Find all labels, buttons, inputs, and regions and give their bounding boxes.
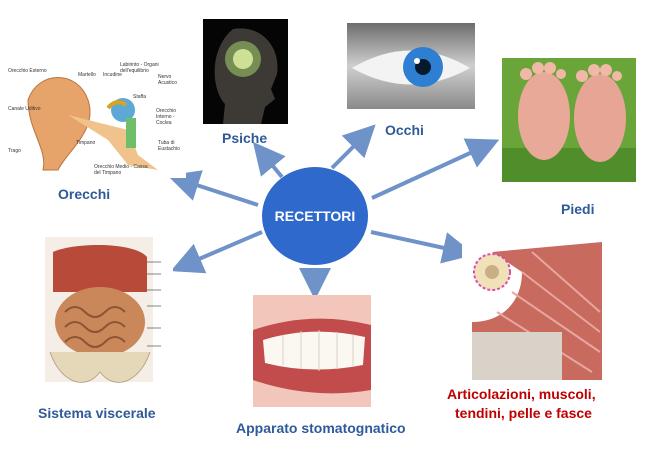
label-occhi: Occhi (385, 122, 424, 138)
label-apparato-stomatognatico: Apparato stomatognatico (236, 420, 406, 436)
viscera-image (35, 232, 173, 400)
arrow-to-sistema-viscerale (170, 230, 263, 274)
feet-image (502, 58, 636, 182)
label-articolazioni-line-1: Articolazioni, muscoli, (447, 386, 596, 402)
arrow-to-occhi (330, 124, 376, 170)
label-psiche: Psiche (222, 130, 268, 146)
arrow-to-orecchi (167, 170, 259, 207)
label-orecchi: Orecchi (58, 186, 111, 202)
brain-head-image (203, 19, 288, 124)
arrow-to-psiche (252, 141, 286, 179)
center-node-recettori: RECETTORI (262, 167, 368, 265)
label-articolazioni-line-2: tendini, pelle e fasce (455, 405, 592, 421)
ear-annotation-text: Orecchio Esterno Martello Incudine Labir… (8, 62, 180, 176)
arrow-to-piedi (371, 138, 500, 200)
arrow-to-articolazioni (370, 230, 475, 264)
center-label: RECETTORI (274, 208, 356, 224)
eye-image (347, 23, 475, 109)
teeth-image (253, 295, 371, 407)
label-piedi: Piedi (561, 201, 595, 217)
label-sistema-viscerale: Sistema viscerale (38, 405, 156, 421)
spine-muscle-image (462, 232, 608, 380)
ear-anatomy-image: Orecchio Esterno Martello Incudine Labir… (8, 60, 186, 178)
